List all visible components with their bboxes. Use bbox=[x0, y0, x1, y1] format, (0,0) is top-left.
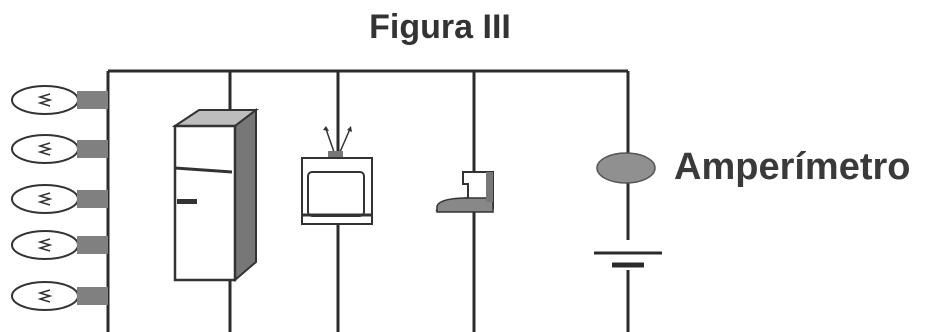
television-icon bbox=[301, 126, 373, 225]
lamp-2 bbox=[11, 134, 108, 164]
ammeter-icon bbox=[596, 152, 656, 184]
lamp-1 bbox=[11, 85, 108, 115]
battery-icon bbox=[594, 240, 662, 270]
lamp-5 bbox=[11, 281, 108, 311]
figure-title: Figura III bbox=[369, 8, 511, 46]
ammeter-label: Amperímetro bbox=[674, 146, 911, 188]
lamp-3 bbox=[11, 184, 108, 214]
iron-icon bbox=[435, 171, 494, 213]
lamp-4 bbox=[11, 230, 108, 260]
refrigerator-icon bbox=[171, 107, 259, 283]
